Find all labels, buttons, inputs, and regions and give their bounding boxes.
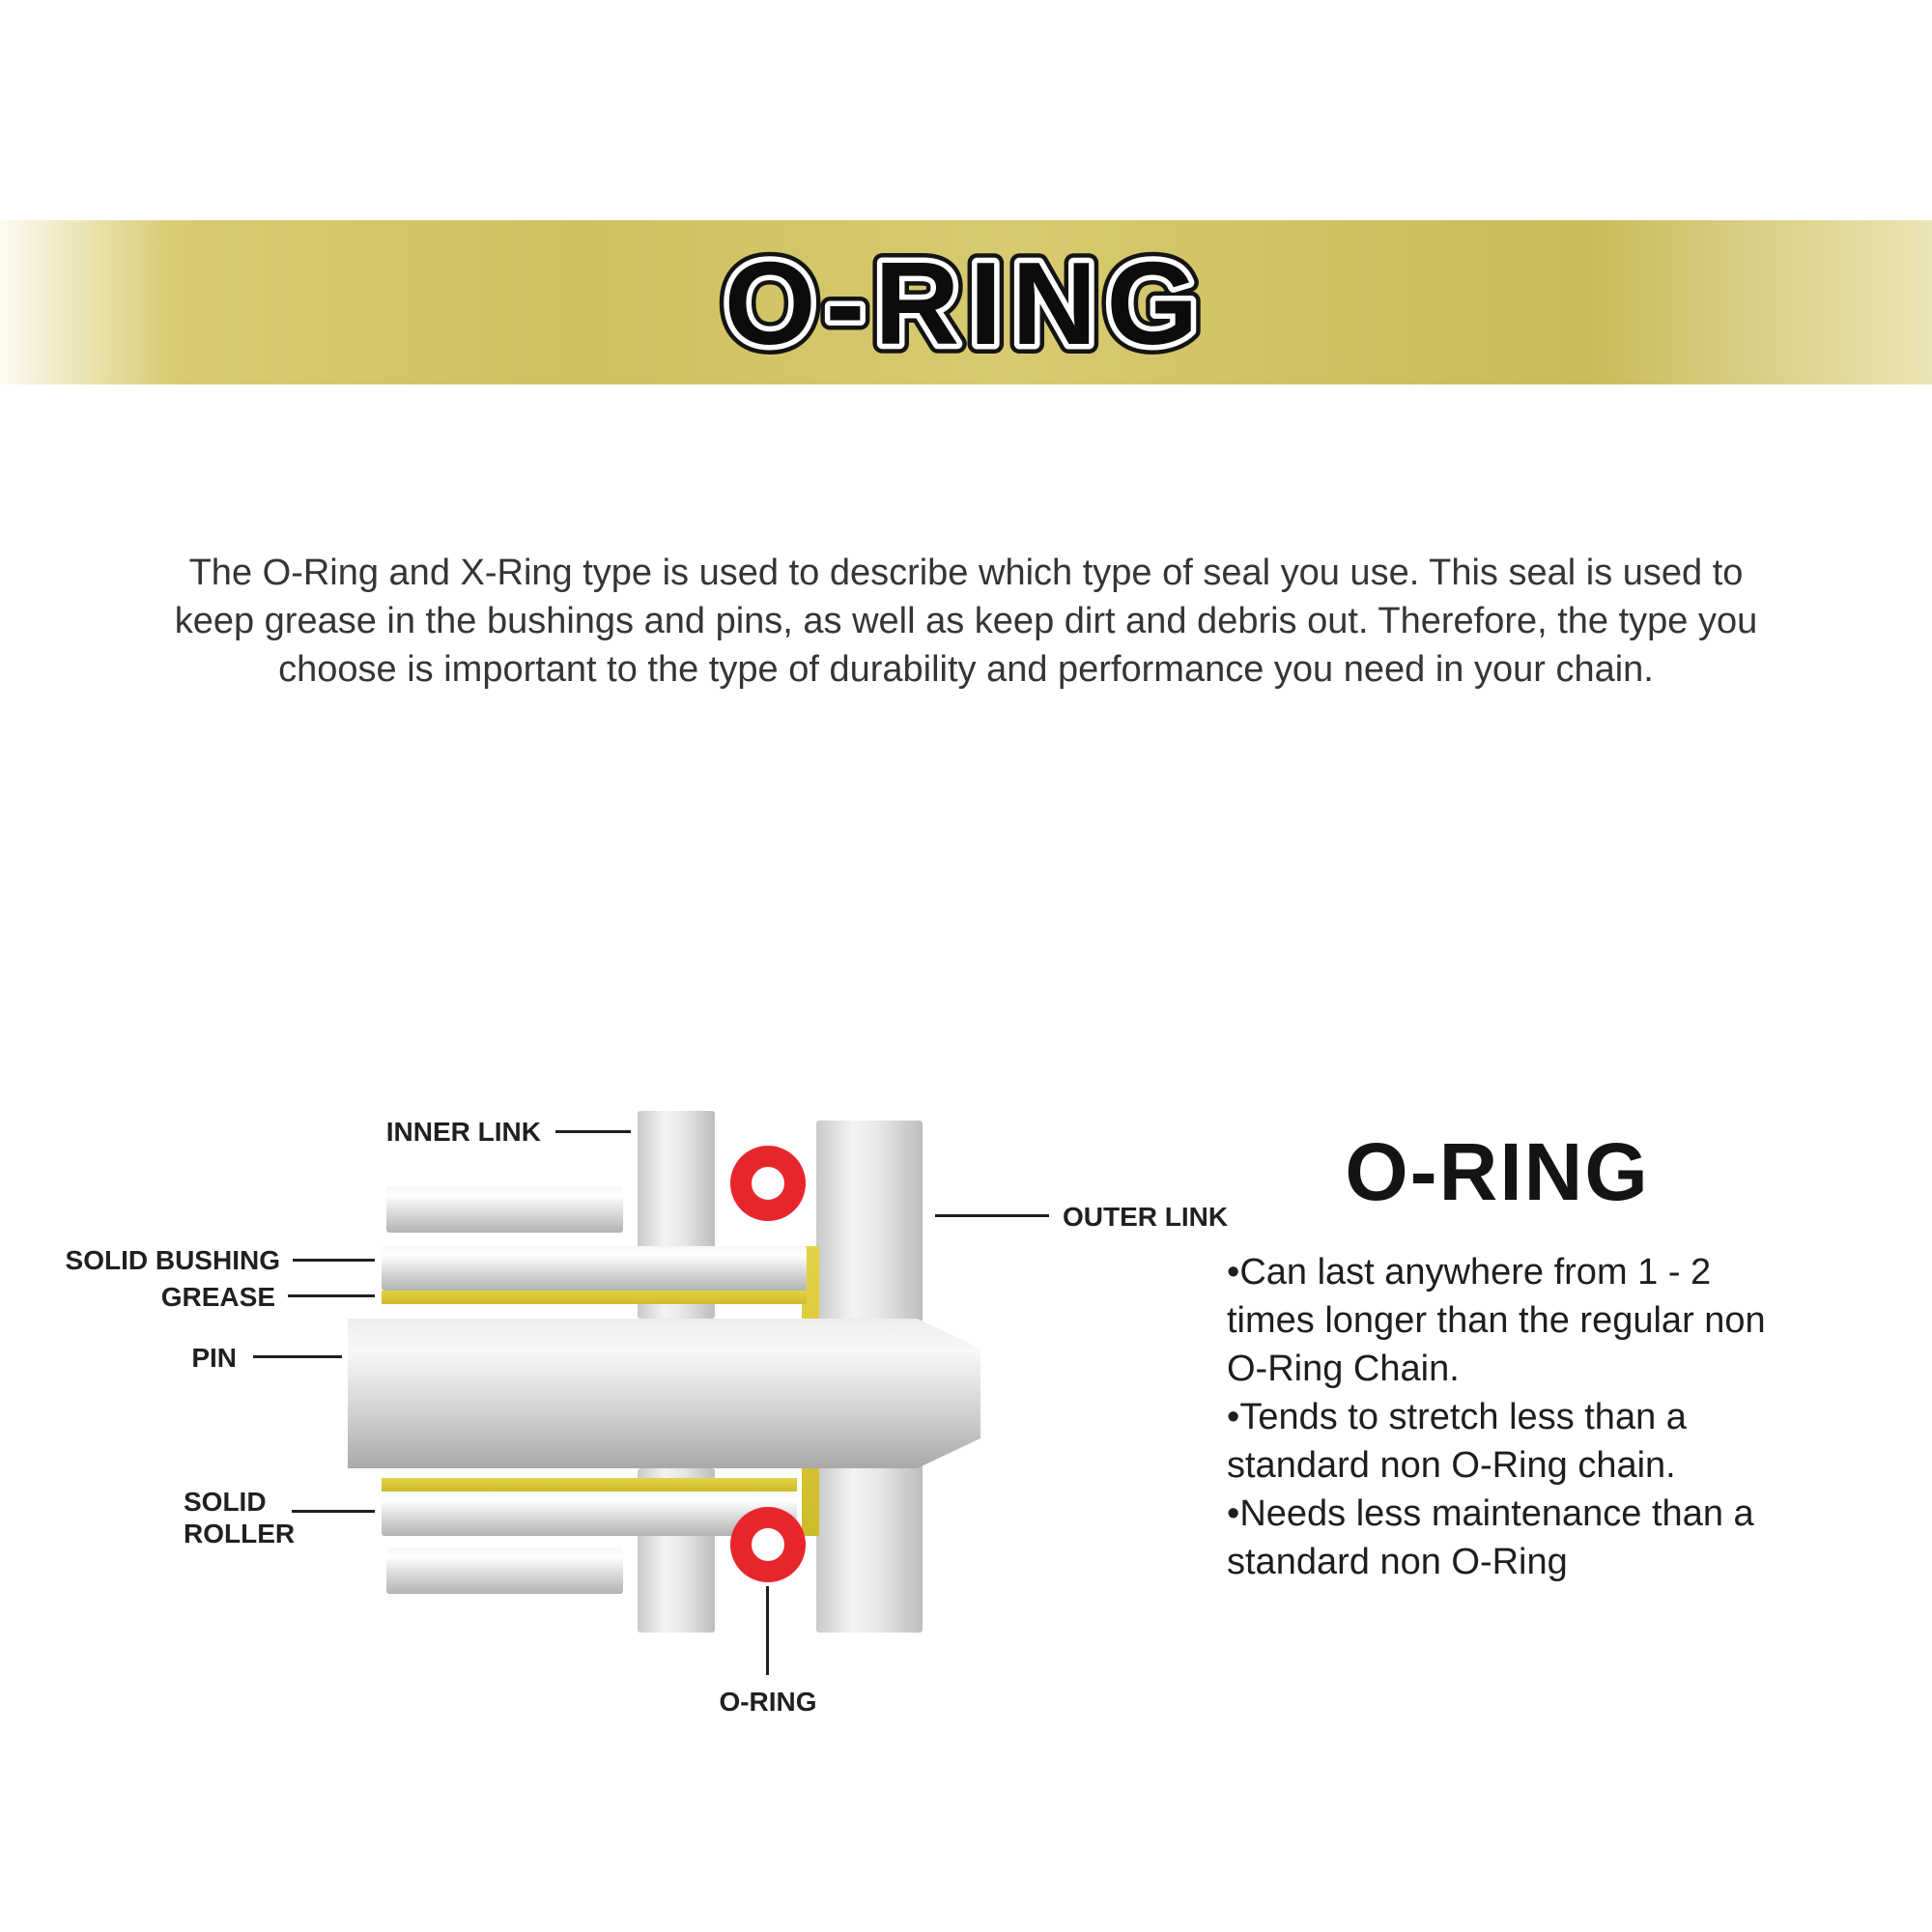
solid-roller-leader-line — [292, 1510, 375, 1513]
info-bullet-list: Can last anywhere from 1 - 2 times longe… — [1227, 1248, 1768, 1586]
grease-strip-top — [382, 1291, 807, 1304]
roller-bar-top — [386, 1186, 623, 1233]
bushing-bar-top — [382, 1246, 807, 1291]
info-bullet-item: Tends to stretch less than a standard no… — [1227, 1393, 1768, 1490]
grease-strip-bottom — [382, 1478, 797, 1492]
info-bullet-item: Can last anywhere from 1 - 2 times longe… — [1227, 1248, 1768, 1393]
title-banner: O-RING O-RING O-RING — [0, 220, 1932, 384]
banner-title-svg: O-RING O-RING O-RING — [715, 228, 1208, 379]
info-bullet-item: Needs less maintenance than a standard n… — [1227, 1490, 1768, 1586]
grease-leader-line — [288, 1294, 375, 1297]
banner-title-outline: O-RING — [724, 238, 1208, 369]
pin-leader-line — [253, 1355, 342, 1358]
o-ring-leader-line — [766, 1586, 769, 1675]
label-solid-bushing: SOLID BUSHING — [65, 1245, 280, 1275]
inner-link-leader-line — [555, 1130, 631, 1133]
o-ring-seal-top — [730, 1146, 806, 1221]
banner-title-stroke: O-RING — [724, 238, 1208, 369]
outer-link-leader-line — [935, 1214, 1049, 1217]
pin-shape — [348, 1319, 980, 1468]
banner-title: O-RING — [724, 238, 1208, 369]
solid-bushing-leader-line — [293, 1259, 375, 1262]
roller-bar-bottom — [386, 1548, 623, 1594]
label-pin: PIN — [191, 1343, 237, 1373]
info-heading: O-RING — [1345, 1126, 1650, 1217]
label-o-ring: O-RING — [719, 1687, 817, 1717]
o-ring-seal-bottom — [730, 1507, 806, 1582]
intro-paragraph: The O-Ring and X-Ring type is used to de… — [174, 553, 1758, 690]
label-grease: GREASE — [160, 1282, 275, 1312]
bushing-bar-bottom — [382, 1492, 797, 1536]
label-inner-link: INNER LINK — [385, 1117, 541, 1147]
label-solid-roller: SOLID ROLLER — [184, 1487, 296, 1548]
label-outer-link: OUTER LINK — [1063, 1202, 1229, 1232]
